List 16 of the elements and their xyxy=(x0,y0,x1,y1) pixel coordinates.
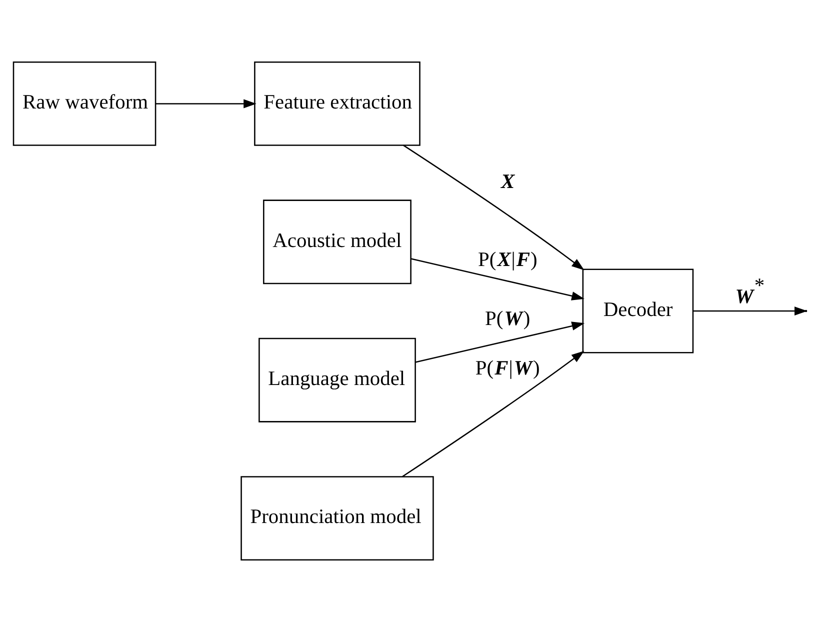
edge-label: P(F|W) xyxy=(475,357,540,380)
arrow xyxy=(415,321,585,362)
edge-label: X xyxy=(501,170,515,192)
node-box: Acoustic model xyxy=(263,199,412,284)
edge-label: P(W) xyxy=(485,307,530,330)
node-box: Feature extraction xyxy=(254,60,420,146)
node-box: Decoder xyxy=(582,268,694,353)
arrow xyxy=(402,350,584,477)
node-box: Pronunciation model xyxy=(240,476,434,560)
node-box: Language model xyxy=(258,337,416,422)
arrow xyxy=(693,306,808,315)
node-box: Raw waveform xyxy=(12,60,156,146)
arrow xyxy=(156,98,256,108)
arrow xyxy=(403,144,584,270)
edge-label: P(X|F) xyxy=(478,248,538,270)
arrow xyxy=(410,258,584,300)
